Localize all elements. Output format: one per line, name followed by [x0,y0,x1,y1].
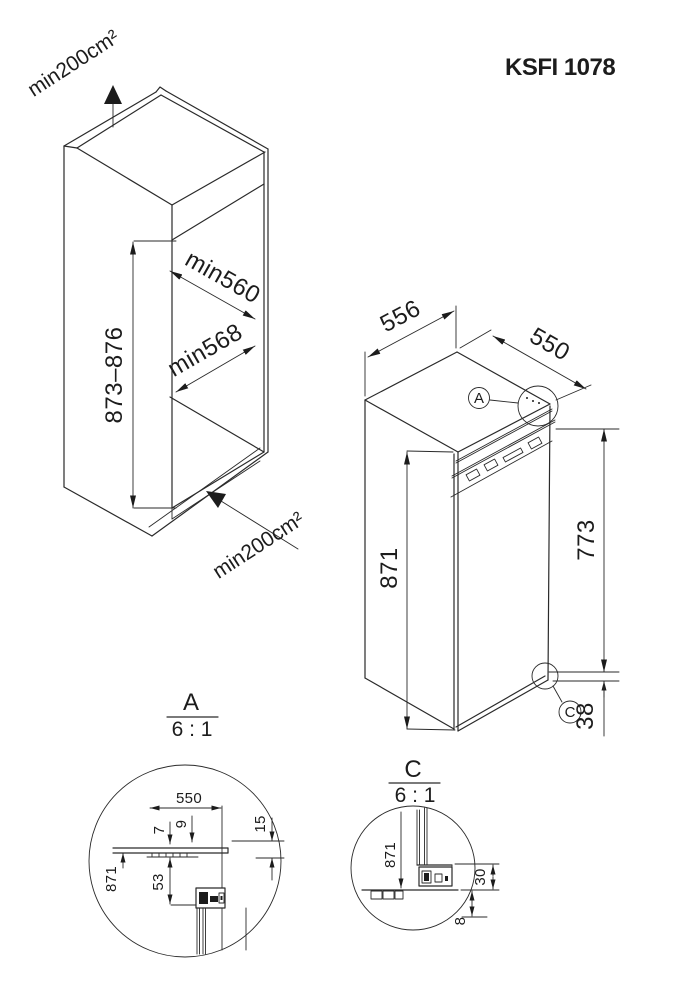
detail-c-callout [531,662,582,724]
model-number-label: KSFI 1078 [505,54,615,81]
detail-a-callout [468,385,559,427]
detail-c-30-label: 30 [472,868,489,885]
appliance-depth-label: 556 [376,295,425,338]
niche-depth-bottom-dimension [175,345,256,393]
niche-height-dimension [130,240,177,509]
detail-c-8-label: 8 [452,917,469,926]
detail-a-scale: 6 : 1 [172,718,213,741]
top-vent-label: min200cm² [24,26,124,102]
detail-a-title: A [183,689,199,716]
bottom-vent-arrow-icon [206,491,299,550]
detail-a-marker: A [474,390,484,407]
hinge-height-dimension [548,428,620,682]
detail-c-drawing [350,782,500,931]
detail-c-scale: 6 : 1 [395,784,436,807]
appliance-height-dimension [404,450,456,731]
appliance-width-dimension [459,329,592,401]
detail-a-7-label: 7 [151,826,168,835]
detail-c-marker: C [565,704,576,721]
detail-c-871-label: 871 [382,842,399,868]
detail-a-53-label: 53 [150,873,167,890]
detail-a-9-label: 9 [173,820,190,829]
appliance-depth-dimension [364,305,457,397]
mounting-rail [450,397,556,498]
appliance-height-label: 871 [376,547,403,589]
niche-height-label: 873–876 [101,327,128,424]
bottom-hinge-section [418,866,453,887]
detail-a-dimensions [120,805,285,905]
appliance-width-label: 550 [525,322,574,366]
top-hinge-section [195,887,226,909]
niche-depth-top-label: min560 [180,246,264,310]
detail-a-drawing [88,716,285,958]
appliance-drawing [364,305,620,737]
detail-c-title: C [404,756,421,783]
detail-a-871-label: 871 [103,866,120,892]
hinge-height-label: 773 [573,519,600,561]
bottom-vent-label: min200cm² [209,508,309,584]
detail-a-width-label: 550 [176,790,202,807]
cabinet-niche-drawing [63,85,299,550]
niche-depth-bottom-label: min568 [163,318,247,382]
detail-a-15-label: 15 [252,815,269,832]
detail-c-dimensions [398,811,500,918]
top-vent-arrow-icon [104,85,122,128]
niche-depth-top-dimension [169,270,256,320]
bottom-clearance-label: 38 [572,702,599,730]
